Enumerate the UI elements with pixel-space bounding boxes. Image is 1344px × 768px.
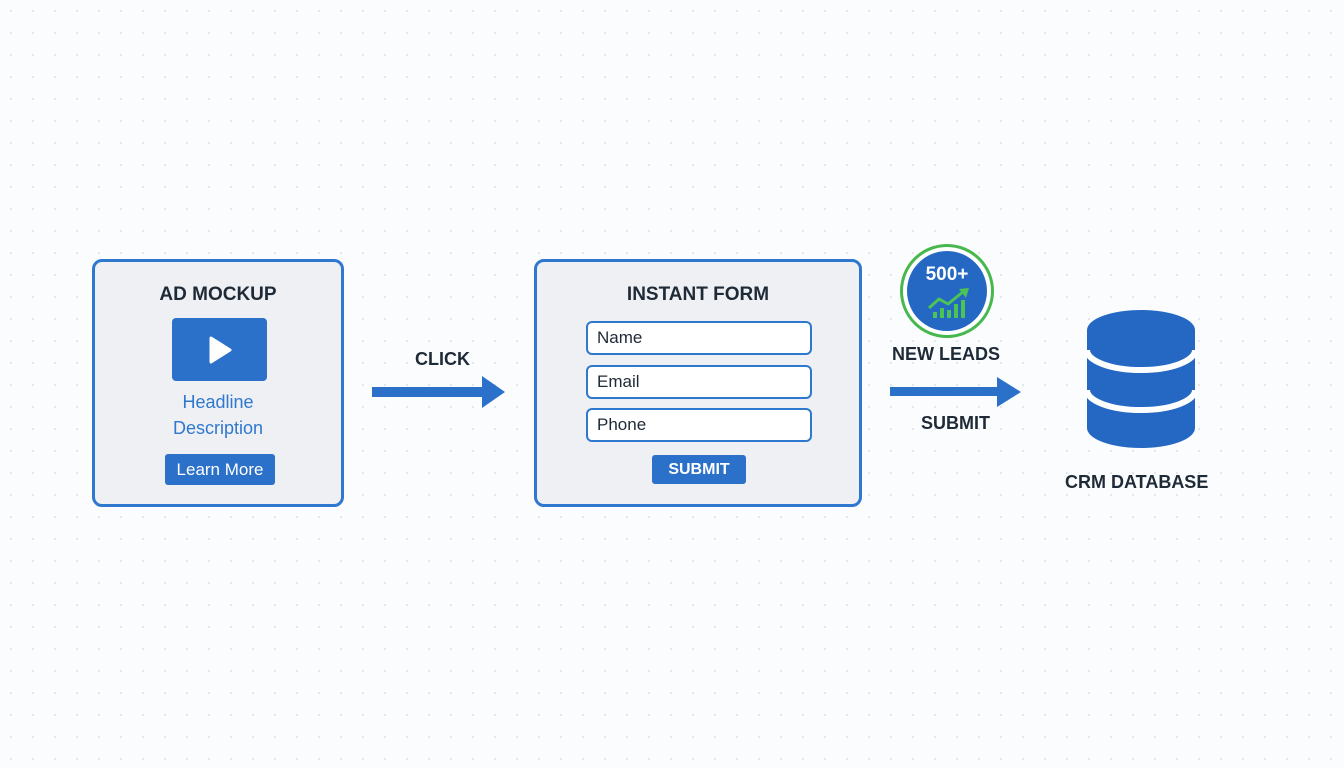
learn-more-button[interactable]: Learn More <box>165 454 275 485</box>
growth-chart-icon <box>927 288 969 318</box>
name-field[interactable]: Name <box>586 321 812 355</box>
email-field[interactable]: Email <box>586 365 812 399</box>
ad-mockup-card: AD MOCKUP Headline Description Learn Mor… <box>92 259 344 507</box>
database-icon <box>1084 310 1198 448</box>
phone-field[interactable]: Phone <box>586 408 812 442</box>
leads-badge-circle: 500+ <box>907 251 987 331</box>
crm-database-label: CRM DATABASE <box>1065 472 1209 492</box>
submit-button[interactable]: SUBMIT <box>652 455 746 484</box>
leads-badge: 500+ <box>900 244 994 338</box>
play-icon <box>209 336 231 363</box>
new-leads-label: NEW LEADS <box>892 344 1000 364</box>
right-arrow-icon <box>372 376 505 408</box>
submit-connector-label: SUBMIT <box>921 413 990 433</box>
instant-form-card: INSTANT FORM Name Email Phone SUBMIT <box>534 259 862 507</box>
ad-headline: Headline <box>182 392 254 412</box>
click-label: CLICK <box>415 349 470 369</box>
video-thumbnail[interactable] <box>172 318 267 381</box>
instant-form-title: INSTANT FORM <box>626 284 770 305</box>
ad-description: Description <box>172 418 264 438</box>
leads-count: 500+ <box>925 264 969 285</box>
right-arrow-icon <box>890 377 1021 407</box>
ad-mockup-title: AD MOCKUP <box>159 284 277 305</box>
